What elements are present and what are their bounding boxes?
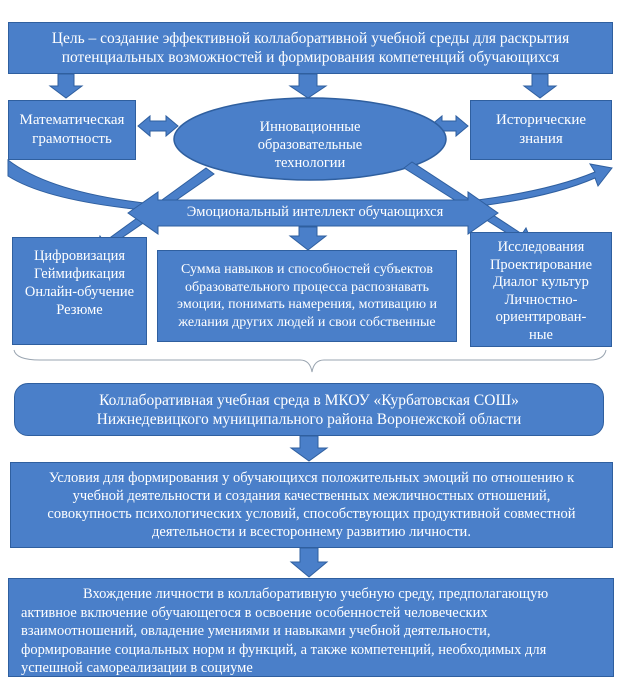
entry-line-5: успешной самореализации в социуме: [21, 660, 253, 676]
skills-line-2: образовательного процесса распознавать: [185, 279, 429, 295]
digitalization-line-1: Цифровизация: [33, 248, 126, 264]
conditions-line-2: учебной деятельности и создания качестве…: [72, 488, 551, 504]
innovative-tech-line-2: образовательные: [257, 137, 363, 153]
conditions-box: Условия для формирования у обучающихся п…: [10, 462, 613, 548]
digitalization-line-4: Резюме: [56, 302, 103, 318]
down-arrow-cond: [289, 435, 329, 462]
conditions-line-3: совокупность психологических условий, сп…: [47, 506, 576, 522]
down-arrow-skills: [288, 226, 328, 251]
research-line-4: Личностно-: [504, 291, 578, 308]
collab-line-1: Коллаборативная учебная среда в МКОУ «Ку…: [99, 391, 519, 409]
down-arrow-left: [48, 73, 84, 99]
innovative-tech-ellipse: [173, 97, 447, 181]
innovative-tech-line-3: технологии: [274, 155, 346, 171]
math-literacy-line-1: Математическая: [19, 112, 125, 128]
research-box: Исследования Проектирование Диалог культ…: [470, 232, 612, 347]
innovative-tech-label: Инновационные образовательные технологии: [215, 118, 405, 172]
entry-line-1: Вхождение личности в коллаборативную уче…: [83, 586, 549, 602]
research-line-1: Исследования: [497, 239, 585, 255]
research-line-6: ные: [529, 326, 553, 343]
digitalization-line-2: Геймификация: [33, 266, 125, 282]
goal-line-2: потенциальных возможностей и формировани…: [61, 49, 560, 66]
double-arrow-left: [137, 114, 179, 138]
down-arrow-right: [522, 73, 558, 99]
personality-entry-box: Вхождение личности в коллаборативную уче…: [8, 578, 614, 677]
skills-line-3: эмоции, понимать намерения, мотивацию и: [176, 297, 438, 312]
grouping-brace: [13, 349, 607, 373]
entry-line-2: активное включение обучающегося в освоен…: [21, 604, 488, 621]
goal-line-1: Цель – создание эффективной коллаборатив…: [51, 30, 570, 47]
skills-box: Сумма навыков и способностей субъектов о…: [157, 250, 457, 342]
collab-line-2: Нижнедевицкого муниципального района Вор…: [96, 410, 522, 428]
emotional-intelligence-band: [127, 191, 499, 235]
digitalization-line-3: Онлайн-обучение: [24, 284, 135, 300]
conditions-line-4: деятельности и всестороннему развитию ли…: [152, 524, 471, 540]
skills-line-4: желания других людей и свои собственные: [178, 314, 436, 330]
goal-box: Цель – создание эффективной коллаборатив…: [8, 22, 613, 74]
math-literacy-box: Математическая грамотность: [8, 100, 136, 160]
down-arrow-center: [288, 73, 328, 99]
research-line-2: Проектирование: [489, 256, 593, 273]
digitalization-box: Цифровизация Геймификация Онлайн-обучени…: [12, 237, 147, 345]
research-line-3: Диалог культур: [493, 274, 589, 290]
down-arrow-entry: [289, 547, 329, 578]
skills-line-1: Сумма навыков и способностей субъектов: [180, 262, 434, 277]
historical-knowledge-box: Исторические знания: [470, 100, 612, 160]
entry-line-3: взаимоотношений, овладение умениями и на…: [21, 623, 491, 639]
innovative-tech-line-1: Инновационные: [259, 119, 361, 135]
historical-knowledge-line-2: знания: [519, 131, 563, 147]
math-literacy-line-2: грамотность: [32, 131, 112, 147]
collaborative-environment-box: Коллаборативная учебная среда в МКОУ «Ку…: [14, 383, 604, 436]
historical-knowledge-line-1: Исторические: [495, 112, 587, 128]
entry-line-4: формирование социальных норм и функций, …: [21, 641, 547, 658]
conditions-line-1: Условия для формирования у обучающихся п…: [48, 470, 575, 486]
emotional-intelligence-label: Эмоциональный интеллект обучающихся: [186, 204, 444, 220]
research-line-5: ориентирован-: [495, 309, 587, 325]
